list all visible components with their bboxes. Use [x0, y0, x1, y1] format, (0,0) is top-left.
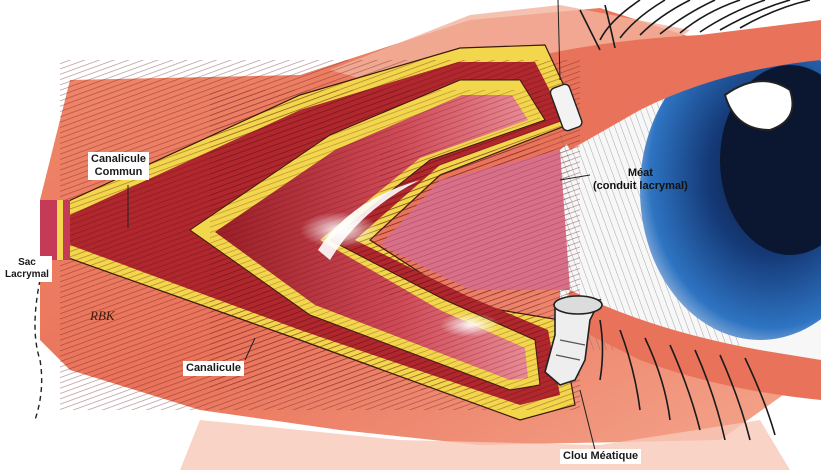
label-canalicule-commun-line1: Canalicule	[91, 153, 146, 166]
lower-glow	[440, 313, 500, 337]
label-canalicule: Canalicule	[183, 361, 244, 376]
label-canalicule-commun-line2: Commun	[91, 166, 146, 179]
label-meat: Méat (conduit lacrymal)	[590, 166, 691, 194]
label-meat-line1: Méat	[593, 167, 688, 180]
label-sac-lacrymal-line2: Lacrymal	[5, 269, 49, 281]
label-sac-lacrymal: Sac Lacrymal	[2, 256, 52, 282]
label-sac-lacrymal-line1: Sac	[5, 257, 49, 269]
artist-signature: RBK	[89, 308, 116, 323]
label-clou-meatique: Clou Méatique	[560, 449, 641, 464]
sac-lacrymal-wall	[40, 200, 70, 260]
label-canalicule-commun: Canalicule Commun	[88, 152, 149, 180]
label-clou-meatique-text: Clou Méatique	[563, 450, 638, 463]
light-glow	[300, 212, 380, 248]
label-meat-line2: (conduit lacrymal)	[593, 180, 688, 193]
conjunctiva-hatching	[380, 150, 570, 295]
label-canalicule-text: Canalicule	[186, 362, 241, 375]
